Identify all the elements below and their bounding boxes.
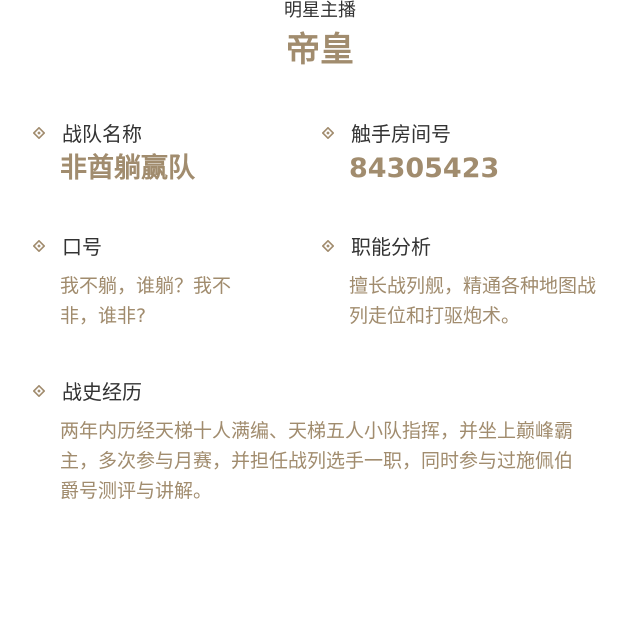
role-analysis-label: 职能分析 <box>351 235 431 259</box>
room-number-value: 84305423 <box>349 153 500 184</box>
room-number-header: 触手房间号 <box>320 122 620 148</box>
slogan-header: 口号 <box>31 235 331 261</box>
history-line: 爵号测评与讲解。 <box>60 480 213 502</box>
role-analysis-section: 职能分析 擅长战列舰，精通各种地图战 列走位和打驱炮术。 <box>320 235 620 335</box>
slogan-line: 我不躺，谁躺？我不 <box>60 275 232 297</box>
role-analysis-header: 职能分析 <box>320 235 620 261</box>
team-name-value: 非酋躺赢队 <box>60 153 195 184</box>
history-section: 战史经历 两年内历经天梯十人满编、天梯五人小队指挥，并坐上巅峰霸 主，多次参与月… <box>31 380 621 510</box>
history-line: 主，多次参与月赛，并担任战列选手一职，同时参与过施佩伯 <box>60 450 574 472</box>
slogan-text: 我不躺，谁躺？我不 非，谁非? <box>60 271 300 331</box>
slogan-line: 非，谁非? <box>60 305 147 327</box>
header-subtitle: 明星主播 <box>284 0 356 21</box>
slogan-section: 口号 我不躺，谁躺？我不 非，谁非? <box>31 235 301 335</box>
room-number-section: 触手房间号 84305423 <box>320 122 620 192</box>
diamond-icon <box>33 240 45 252</box>
role-analysis-text: 擅长战列舰，精通各种地图战 列走位和打驱炮术。 <box>349 271 619 331</box>
diamond-icon <box>322 127 334 139</box>
history-label: 战史经历 <box>62 380 142 404</box>
team-name-label: 战队名称 <box>62 122 142 146</box>
team-name-header: 战队名称 <box>31 122 331 148</box>
history-text: 两年内历经天梯十人满编、天梯五人小队指挥，并坐上巅峰霸 主，多次参与月赛，并担任… <box>60 416 620 506</box>
team-name-section: 战队名称 非酋躺赢队 <box>31 122 301 192</box>
room-number-label: 触手房间号 <box>351 122 451 146</box>
header-title: 帝皇 <box>286 30 354 70</box>
diamond-icon <box>322 240 334 252</box>
slogan-label: 口号 <box>62 235 102 259</box>
diamond-icon <box>33 127 45 139</box>
history-line: 两年内历经天梯十人满编、天梯五人小队指挥，并坐上巅峰霸 <box>60 420 574 442</box>
role-line: 擅长战列舰，精通各种地图战 <box>349 275 597 297</box>
role-line: 列走位和打驱炮术。 <box>349 305 521 327</box>
diamond-icon <box>33 385 45 397</box>
history-header: 战史经历 <box>31 380 331 406</box>
